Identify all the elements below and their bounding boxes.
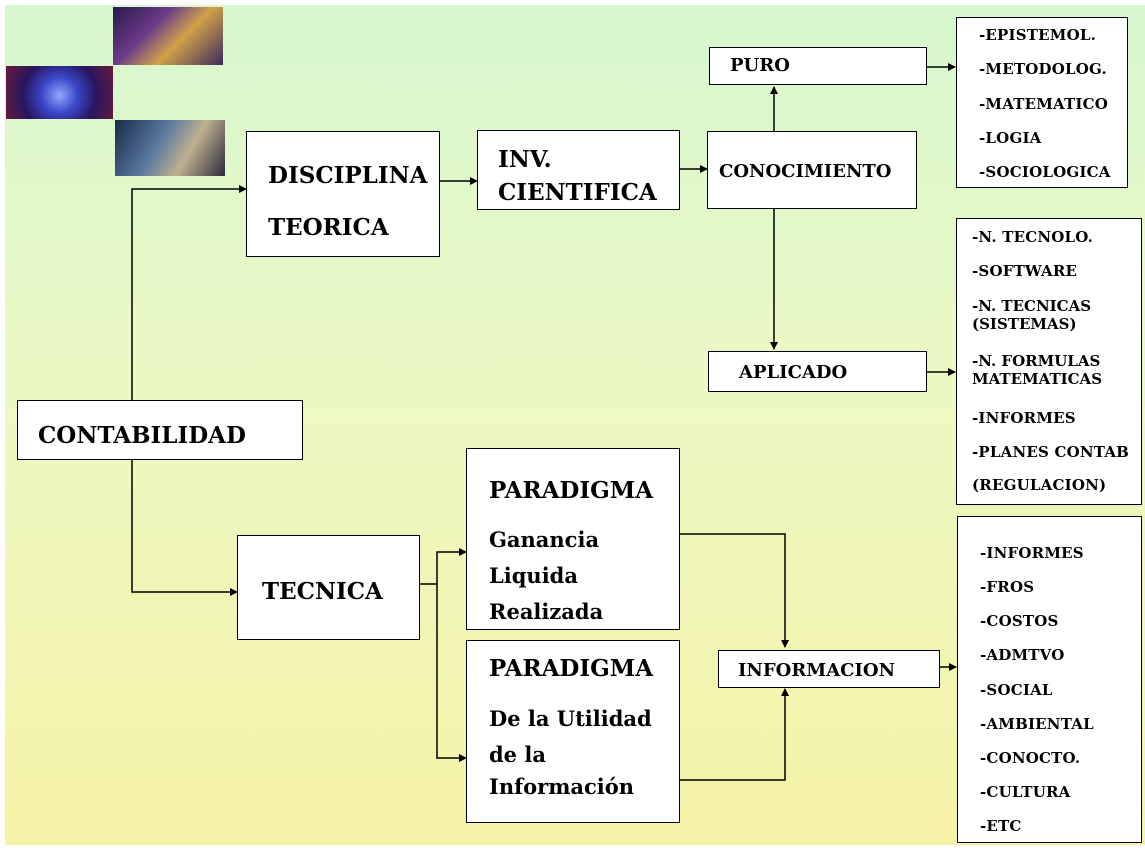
tecnica-box: TECNICA — [237, 535, 420, 640]
puro-label: PURO — [730, 55, 790, 76]
puro-list-item: -SOCIOLOGICA — [979, 163, 1111, 181]
cientifica-label: CIENTIFICA — [498, 179, 657, 206]
informacion-list-item: -ADMTVO — [980, 646, 1065, 664]
aplicado-box: APLICADO — [708, 351, 927, 392]
informacion-list-item: -AMBIENTAL — [980, 715, 1094, 733]
informacion-list-item: -CONOCTO. — [980, 749, 1081, 767]
informacion-list-item: -ETC — [980, 817, 1022, 835]
puro-box: PURO — [709, 47, 927, 85]
puro-list-item: -METODOLOG. — [979, 60, 1107, 78]
paradigma-ganancia-title: PARADIGMA — [489, 477, 654, 504]
paradigma-utilidad-line-3: Información — [489, 774, 635, 799]
informacion-list-item: -INFORMES — [980, 544, 1084, 562]
edge-paradigma1-informacion — [680, 533, 789, 648]
aplicado-label: APLICADO — [739, 362, 848, 383]
puro-list-item: -MATEMATICO — [979, 95, 1109, 113]
inv-cientifica-box: INV. CIENTIFICA — [477, 130, 680, 210]
paradigma-utilidad-title: PARADIGMA — [489, 655, 654, 682]
tech-collage-image — [113, 7, 223, 65]
aplicado-list-item: -PLANES CONTAB — [972, 443, 1130, 461]
puro-list-item: -EPISTEMOL. — [979, 26, 1097, 44]
edge-contabilidad-tecnica — [131, 460, 238, 596]
contabilidad-box: CONTABILIDAD — [17, 400, 303, 460]
edge-tecnica-paradigma2 — [436, 584, 467, 762]
paradigma-ganancia-line-2: Liquida — [489, 563, 578, 588]
inv-label: INV. — [498, 146, 552, 173]
disciplina-label: DISCIPLINA — [268, 162, 428, 189]
informacion-list-item: -CULTURA — [980, 783, 1071, 801]
aplicado-list-item: -INFORMES — [972, 409, 1076, 427]
informacion-list-item: -COSTOS — [980, 612, 1059, 630]
teorica-label: TEORICA — [268, 214, 389, 241]
aplicado-list-item: -N. FORMULAS MATEMATICAS — [972, 352, 1103, 388]
contabilidad-label: CONTABILIDAD — [38, 422, 246, 449]
paradigma-utilidad-line-1: De la Utilidad — [489, 706, 652, 731]
disciplina-teorica-box: DISCIPLINA TEORICA — [246, 131, 440, 257]
edge-contabilidad-disciplina — [131, 185, 247, 400]
paradigma-ganancia-line-3: Realizada — [489, 599, 604, 624]
conocimiento-box: CONOCIMIENTO — [707, 131, 917, 209]
paradigma-ganancia-line-1: Ganancia — [489, 527, 600, 552]
aplicado-list-item: -N. TECNICAS (SISTEMAS) — [972, 297, 1092, 333]
informacion-box: INFORMACION — [718, 650, 940, 688]
informacion-list-item: -SOCIAL — [980, 681, 1053, 699]
puro-list-item: -LOGIA — [979, 129, 1042, 147]
aplicado-list-item: -SOFTWARE — [972, 262, 1078, 280]
paradigma-utilidad-line-2: de la — [489, 742, 546, 767]
conocimiento-label: CONOCIMIENTO — [719, 161, 892, 182]
informacion-list-box: -INFORMES -FROS -COSTOS -ADMTVO -SOCIAL … — [957, 516, 1142, 843]
informacion-list-item: -FROS — [980, 578, 1035, 596]
paradigma-ganancia-box: PARADIGMA Ganancia Liquida Realizada — [466, 448, 680, 630]
informacion-label: INFORMACION — [738, 660, 896, 681]
puro-list-box: -EPISTEMOL. -METODOLOG. -MATEMATICO -LOG… — [956, 17, 1128, 188]
aplicado-list-box: -N. TECNOLO. -SOFTWARE -N. TECNICAS (SIS… — [956, 218, 1142, 505]
aplicado-list-item: -N. TECNOLO. — [972, 228, 1094, 246]
tecnica-label: TECNICA — [262, 578, 383, 605]
edge-tecnica-paradigma1 — [436, 548, 467, 584]
paradigma-utilidad-box: PARADIGMA De la Utilidad de la Informaci… — [466, 640, 680, 823]
edge-paradigma2-informacion — [680, 688, 789, 781]
globe-image — [6, 66, 113, 119]
office-image — [115, 120, 225, 176]
aplicado-list-item: (REGULACION) — [972, 476, 1107, 494]
